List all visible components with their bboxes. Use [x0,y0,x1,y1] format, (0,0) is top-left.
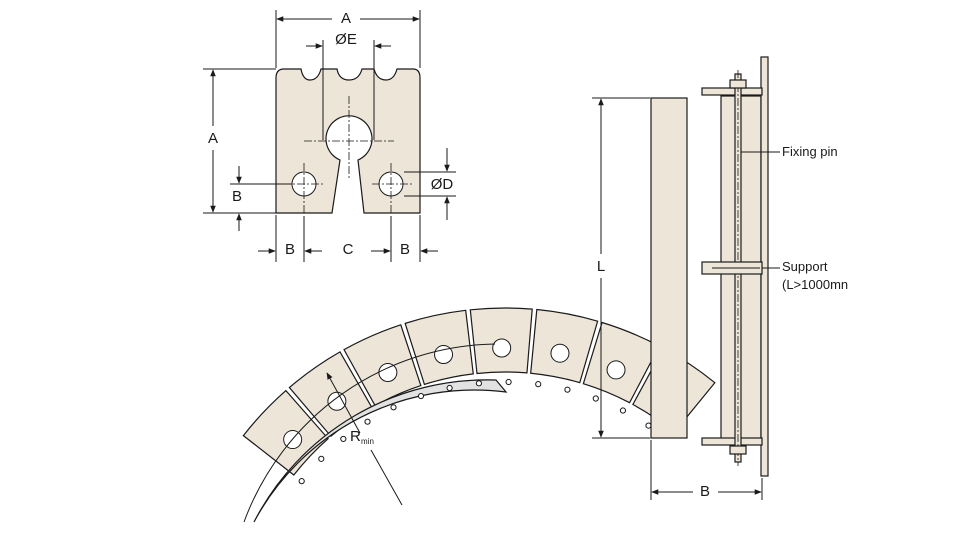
dim-length-l: L [597,258,605,275]
fixing-pin-label: Fixing pin [782,144,838,159]
top-nut [729,79,747,89]
plate-hole [298,478,305,485]
radius-label: R [350,428,361,445]
plate-hole [619,407,627,414]
dim-bottom-b-right: B [400,241,410,258]
segment-bore [492,338,512,358]
segment-bore [378,363,398,383]
support-note: (L>1000mn [782,277,848,292]
dim-hole-d: ØD [431,176,454,193]
curved-segments [242,307,716,476]
support-label: Support [782,259,828,274]
dim-side-b: B [232,188,242,205]
plate-hole [475,380,483,387]
radius-sub-label: min [361,437,374,446]
side-block [650,97,688,439]
segment-bore [550,343,570,363]
segment-bore [434,345,454,365]
plate-hole [592,395,599,402]
dim-bottom-c: C [343,241,354,258]
plate-hole [645,422,652,429]
plate-hole [535,381,542,388]
segment-bore [606,360,626,380]
dim-width-a: A [341,10,351,27]
plate-holes [298,378,652,485]
dim-bore-e: ØE [335,31,357,48]
plate-hole [364,418,371,425]
plate-hole [417,392,425,400]
plate-hole [340,435,347,443]
dim-depth-b: B [700,483,710,500]
plate-hole [446,384,453,392]
front-view: A ØE A B ØD B C B [203,10,456,262]
dim-bottom-b-left: B [285,241,295,258]
top-bracket [701,87,763,96]
bottom-nut [729,445,747,455]
segment-bore [327,391,347,411]
plate-hole [564,386,571,393]
side-view: L B Fixing pin Support (L>1000mn [592,56,848,500]
curved-plate [253,379,508,523]
dim-height-a: A [208,130,218,147]
plate-hole [390,404,397,411]
curved-view: R min [242,307,716,523]
plate-hole [318,455,325,462]
plate-hole [505,378,512,386]
bottom-bracket [701,437,763,446]
